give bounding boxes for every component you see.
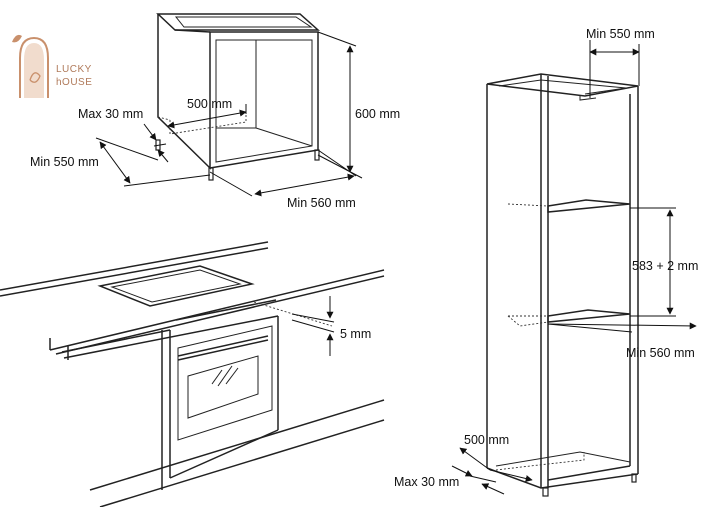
- label-500mm-col: 500 mm: [464, 433, 509, 447]
- logo-text-line1: LUCKY: [56, 64, 92, 75]
- label-max30mm-top: Max 30 mm: [78, 107, 143, 121]
- label-min550mm-top: Min 550 mm: [30, 155, 99, 169]
- logo-text-line2: hOUSE: [56, 77, 92, 88]
- label-500mm-top: 500 mm: [187, 97, 232, 111]
- label-583mm: 583 + 2 mm: [632, 259, 698, 273]
- label-min560mm-col: Min 560 mm: [626, 346, 695, 360]
- lucky-house-logo: LUCKY hOUSE: [12, 34, 92, 98]
- label-min550mm-col: Min 550 mm: [586, 27, 655, 41]
- label-5mm: 5 mm: [340, 327, 371, 341]
- label-max30mm-col: Max 30 mm: [394, 475, 459, 489]
- under-counter-cabinet: [155, 13, 320, 181]
- hob-gap-dimension: 5 mm: [291, 296, 371, 356]
- column-dimensions: Min 550 mm 583 + 2 mm Min 560 mm 500 mm …: [394, 27, 698, 495]
- label-600mm: 600 mm: [355, 107, 400, 121]
- label-min560mm-top: Min 560 mm: [287, 196, 356, 210]
- top-cabinet-dimensions: 500 mm 600 mm Max 30 mm Min 550 mm Min 5…: [30, 31, 400, 210]
- countertop-with-oven: [0, 241, 385, 507]
- tall-column-cabinet: [486, 73, 639, 497]
